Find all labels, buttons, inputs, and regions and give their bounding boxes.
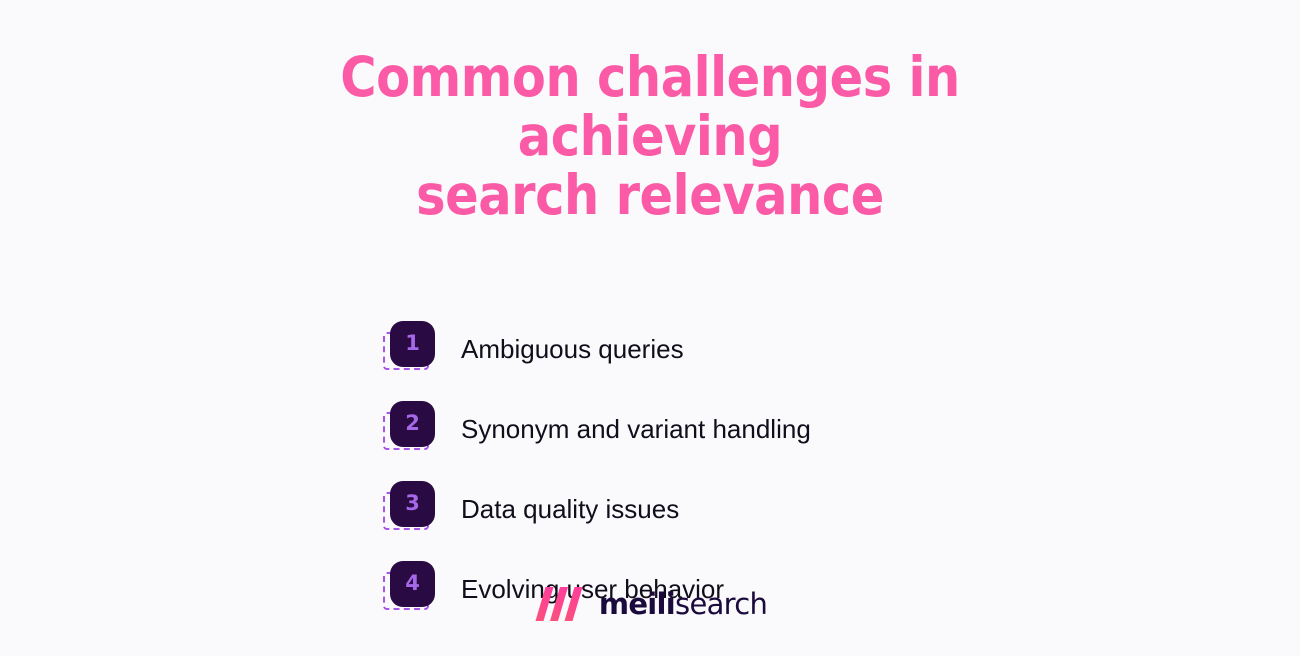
- list-item: 4 Evolving user behavior: [375, 549, 935, 629]
- list-item: 2 Synonym and variant handling: [375, 389, 935, 469]
- logo-word-search: search: [675, 586, 768, 621]
- challenge-label: Evolving user behavior: [461, 573, 725, 604]
- meilisearch-logo: meili search: [0, 586, 1300, 622]
- badge-tile: 3: [390, 480, 435, 527]
- challenge-label: Ambiguous queries: [461, 333, 684, 364]
- logo-wordmark: meili search: [598, 586, 768, 621]
- meilisearch-bars-icon: [535, 587, 583, 621]
- challenge-label: Synonym and variant handling: [461, 413, 811, 444]
- challenge-badge-1: 1: [383, 320, 439, 377]
- page-title: Common challenges in achieving search re…: [340, 45, 960, 227]
- logo-word-meili: meili: [598, 586, 676, 621]
- challenge-badge-4: 4: [383, 560, 439, 617]
- challenge-list: 1 Ambiguous queries 2 Synonym and varian…: [375, 309, 935, 629]
- badge-number: 3: [405, 491, 420, 516]
- list-item: 3 Data quality issues: [375, 469, 935, 549]
- challenge-badge-3: 3: [383, 480, 439, 537]
- badge-tile: 1: [390, 320, 435, 367]
- badge-number: 2: [405, 411, 420, 436]
- badge-tile: 2: [390, 400, 435, 447]
- challenge-label: Data quality issues: [461, 493, 680, 524]
- badge-tile: 4: [390, 560, 435, 607]
- challenge-badge-2: 2: [383, 400, 439, 457]
- badge-number: 4: [405, 571, 420, 596]
- list-item: 1 Ambiguous queries: [375, 309, 935, 389]
- badge-number: 1: [405, 331, 420, 356]
